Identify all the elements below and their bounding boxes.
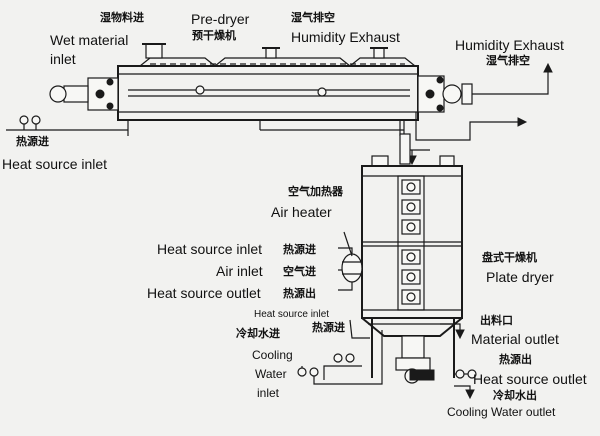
material-outlet-en: Material outlet — [471, 331, 559, 347]
heat-source-inlet-small-zh: 热源进 — [312, 321, 345, 334]
heat-source-inlet-top-zh: 热源进 — [16, 135, 49, 148]
cooling-water-inlet-en-line2: Water — [255, 367, 287, 381]
wet-material-inlet-en-line1: Wet material — [50, 32, 129, 48]
bottom-piping — [297, 319, 477, 400]
heat-source-outlet-mid-zh: 热源出 — [283, 287, 316, 300]
air-heater-en: Air heater — [271, 204, 332, 220]
heat-source-outlet-bot-en: Heat source outlet — [473, 371, 587, 387]
plate-dryer-en: Plate dryer — [486, 269, 554, 285]
cooling-water-inlet-zh: 冷却水进 — [236, 327, 280, 340]
heat-source-inlet-small-en: Heat source inlet — [254, 309, 330, 320]
humidity-exhaust-2-en: Humidity Exhaust — [455, 37, 564, 53]
heat-source-inlet-mid-zh: 热源进 — [283, 243, 316, 256]
humidity-exhaust-1-zh: 湿气排空 — [291, 11, 335, 24]
air-inlet-en: Air inlet — [216, 263, 263, 279]
pre-dryer-en: Pre-dryer — [191, 11, 250, 27]
cooling-water-outlet-en: Cooling Water outlet — [447, 405, 556, 419]
air-heater-zh: 空气加热器 — [288, 185, 343, 198]
air-heater — [338, 231, 363, 291]
material-outlet-zh: 出料口 — [480, 314, 513, 327]
cooling-water-inlet-en-line1: Cooling — [252, 348, 293, 362]
humidity-exhaust-1-en: Humidity Exhaust — [291, 29, 400, 45]
plate-dryer-unit — [361, 133, 465, 384]
heat-inlet-line-top — [6, 115, 128, 131]
heat-source-inlet-top-en: Heat source inlet — [2, 156, 108, 172]
cooling-water-outlet-zh: 冷却水出 — [493, 389, 537, 402]
pre-dryer-zh: 预干燥机 — [192, 29, 236, 42]
pre-dryer-unit — [49, 43, 473, 136]
exhaust-pipe — [472, 62, 553, 95]
cooling-water-inlet-en-line3: inlet — [257, 386, 280, 400]
air-inlet-zh: 空气进 — [283, 265, 316, 278]
heat-source-outlet-bot-zh: 热源出 — [499, 353, 532, 366]
heat-source-inlet-mid-en: Heat source inlet — [157, 241, 263, 257]
heat-source-outlet-mid-en: Heat source outlet — [147, 285, 261, 301]
wet-material-inlet-zh: 湿物料进 — [100, 11, 144, 24]
plate-dryer-zh: 盘式干燥机 — [482, 251, 537, 264]
humidity-exhaust-2-zh: 湿气排空 — [486, 54, 530, 67]
wet-material-inlet-en-line2: inlet — [50, 51, 76, 67]
